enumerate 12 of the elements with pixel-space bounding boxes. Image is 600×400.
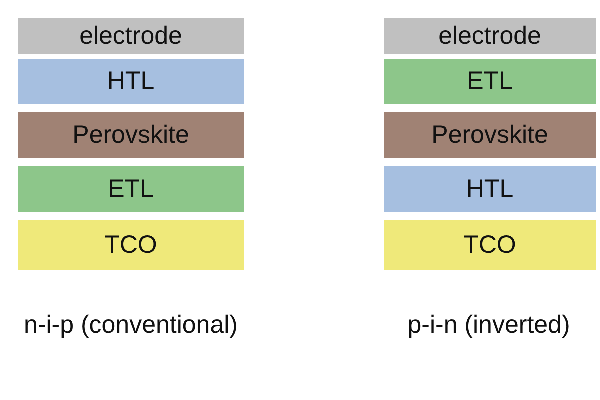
- layer-band: Perovskite: [384, 112, 596, 158]
- layer-band: HTL: [18, 59, 244, 104]
- layer-band: ETL: [384, 59, 596, 104]
- layer-band: TCO: [18, 220, 244, 270]
- layer-band: Perovskite: [18, 112, 244, 158]
- layer-band: TCO: [384, 220, 596, 270]
- stack-caption: n-i-p (conventional): [23, 310, 239, 341]
- layer-band: electrode: [18, 18, 244, 54]
- layer-band: ETL: [18, 166, 244, 212]
- layer-band: HTL: [384, 166, 596, 212]
- layer-band: electrode: [384, 18, 596, 54]
- stack-caption: p-i-n (inverted): [406, 310, 572, 341]
